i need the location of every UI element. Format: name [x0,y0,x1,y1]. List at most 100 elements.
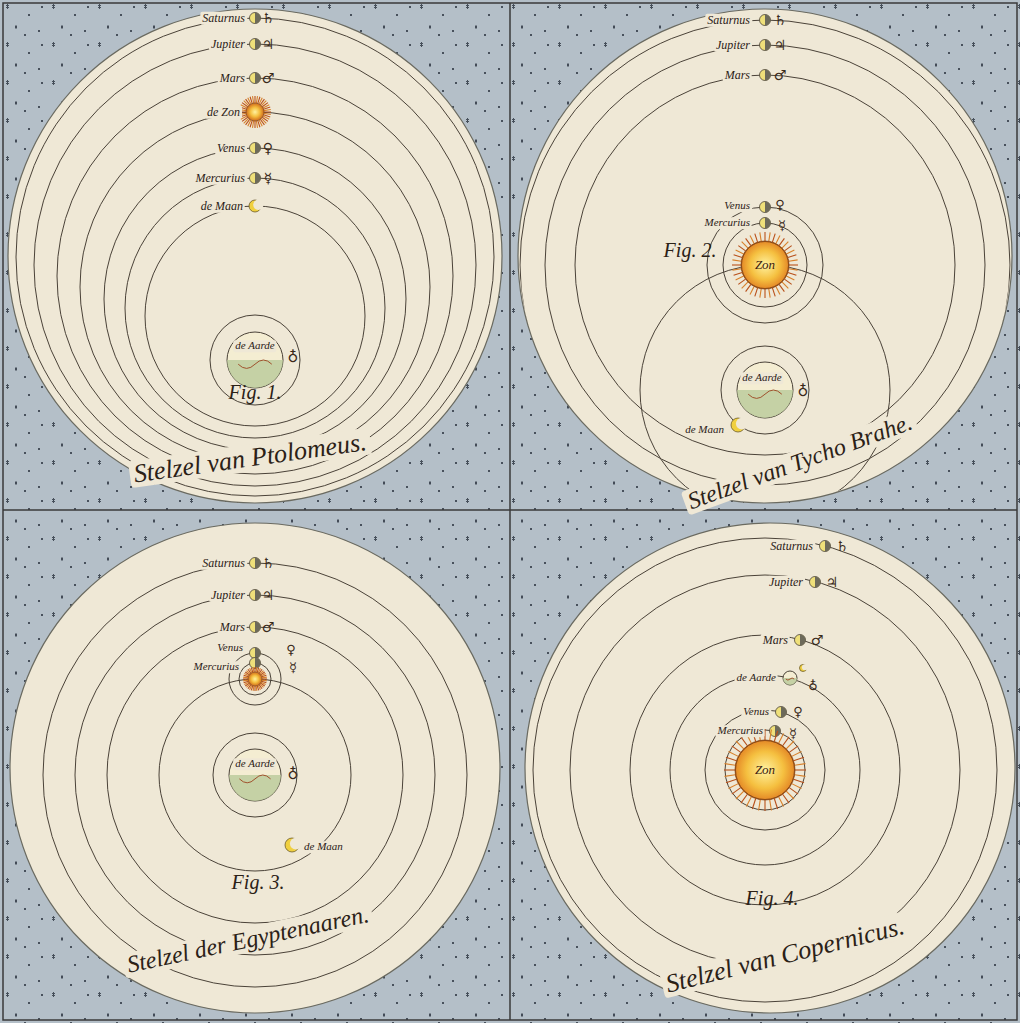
sun-ray [254,121,255,128]
sun-disk-node: Zon [741,241,789,289]
sun-ray [782,282,788,288]
sun-ray [256,121,257,128]
sun-ray [752,799,755,809]
planet-shade [765,202,771,213]
planet-label: Jupiter [209,589,247,602]
planet-shade [825,541,831,552]
planet-shade [255,13,261,24]
sun-ray [795,764,806,766]
planet-symbol: ♁ [808,679,818,693]
planet-label: de Aarde [233,340,276,352]
planet-dot [250,658,261,669]
orbit-circle [213,733,297,817]
planet-symbol: ♃ [826,575,839,590]
sun-ray [741,737,747,746]
orbit-circle [725,730,805,810]
orbit-circle [545,45,985,485]
sun-ray [772,234,775,243]
planet-dot [250,173,261,184]
sun-ray [728,751,738,756]
sun-ray [244,681,249,683]
sun-ray [776,236,780,244]
sun-ray [726,757,736,760]
planet-shade [255,622,261,633]
planet-label: Venus [722,200,752,212]
planet-shade [781,707,787,718]
sun-ray [782,242,788,248]
sun-ray [779,733,784,743]
orbit-circle [57,78,453,474]
sun-ray [256,96,257,103]
sun-ray [774,799,777,809]
sun-ray [786,741,794,749]
planet-label: Mercurius [193,172,247,185]
planet-label: Mars [761,634,790,647]
sun-ray [262,678,267,679]
earth-land [783,678,797,685]
sun-ray [264,109,271,110]
sun-ray [770,800,772,811]
planet-symbol: ♀ [286,643,296,657]
sun-ray [253,667,255,672]
sun-ray [788,255,797,258]
planet-label: Jupiter [714,39,752,52]
planet-label: Jupiter [767,576,805,589]
sun-ray [252,96,253,103]
orbit-circle [80,112,430,462]
orbit-circle [705,710,825,830]
sun-ray [750,236,754,244]
sun-ray [770,730,772,741]
planet-dot [250,648,261,659]
orbit-circle [43,563,467,987]
sun-ray [789,264,798,265]
sun-ray [786,791,794,799]
sun-ray [736,276,744,280]
planet-label: de Zon [205,106,242,119]
planet-symbol: ♃ [774,38,787,53]
planet-label: Saturnus [768,540,815,553]
sun-ray [725,764,736,766]
planet-label: Mercurius [192,661,241,673]
moon-shadow [736,418,748,430]
planet-label: de Aarde [735,672,778,684]
planet-shade [255,558,261,569]
sun-ray [732,264,741,265]
sun-ray [764,289,765,298]
earth-globe [229,749,281,801]
planet-symbol: ☿ [289,661,297,675]
sun-ray [264,107,271,109]
orbit-circle [533,538,997,1002]
sun-ray [736,250,744,254]
sun-ray [264,113,271,114]
sun-ray [786,250,794,254]
sun-ray [738,279,745,284]
planet-symbol: ☿ [264,171,273,186]
planet-symbol: ♃ [262,37,275,52]
sun-ray [256,686,258,691]
sun-ray [741,794,747,803]
sun-disk [735,740,795,800]
planet-label: de Maan [302,841,345,853]
sun-ray [251,668,253,673]
planet-shade [255,73,261,84]
planet-label: Jupiter [209,38,247,51]
sun-ray [243,678,248,679]
panel-frame [3,3,1017,1020]
planet-symbol: ♄ [774,13,787,28]
planet-shade [765,218,771,229]
sun-ray [794,757,804,760]
sun-ray [724,769,735,770]
sun-ray [789,260,798,261]
planet-label: Saturnus [200,12,247,25]
sun-ray [779,284,784,291]
sun-ray [779,238,784,245]
moon-shadow [253,200,263,210]
earth-coast [238,360,272,368]
planet-label: Venus [741,706,771,718]
sun-disk-node: Zon [735,740,795,800]
planet-label: Saturnus [200,557,247,570]
sun-ray [750,286,754,294]
planet-shade [815,577,821,588]
sun-disk [248,672,262,686]
